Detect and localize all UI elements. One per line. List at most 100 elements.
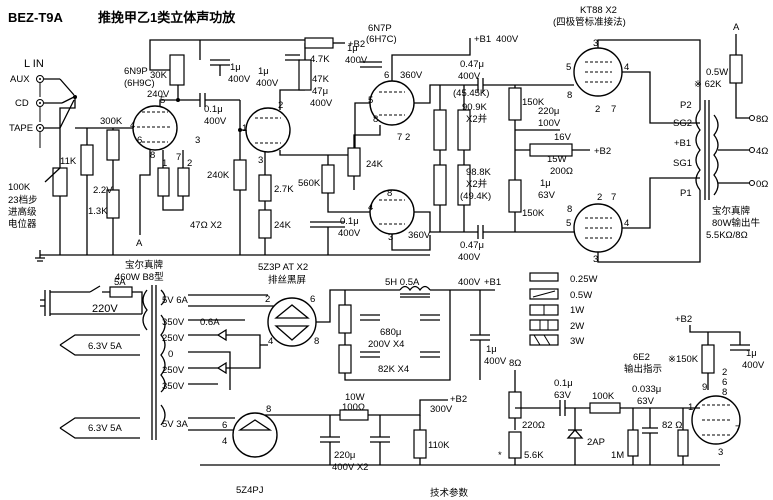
- ot-tap-4: 4Ω: [756, 146, 768, 157]
- rect-main-label: 5Z3P AT X2: [258, 262, 308, 273]
- b2-cap-b: [370, 415, 390, 465]
- indicator-01u-cap: [559, 400, 566, 416]
- indicator-diode-label: 2AP: [587, 437, 605, 448]
- pi-v-bot: 360V: [408, 230, 431, 241]
- indicator-150k-resistor: [701, 344, 715, 374]
- bias-b2: +B2: [594, 146, 611, 157]
- indicator-1m-resistor: [627, 429, 639, 457]
- v1-r-grid: 300K: [100, 116, 123, 127]
- ot-a: A: [733, 22, 740, 33]
- output-c-bot-v: 400V: [458, 252, 481, 263]
- ot-spec: 80W输出牛: [712, 217, 761, 229]
- input-heading: L IN: [24, 58, 44, 70]
- pt-5v3a: 5V 3A: [162, 419, 189, 430]
- b1-label: +B1: [484, 277, 501, 288]
- v1-coupling-c: 0.1μ: [204, 104, 223, 115]
- bias-r-15w: 15W: [547, 154, 567, 165]
- fuse-label: 5A: [114, 277, 126, 288]
- svg-text:6: 6: [222, 420, 227, 431]
- svg-text:3: 3: [195, 135, 200, 146]
- r-110k: 110K: [428, 440, 450, 451]
- v2-c-1u: 1μ: [258, 66, 269, 77]
- v2-r-grid: 240K: [207, 170, 230, 181]
- ot-sg2: SG2: [673, 118, 692, 129]
- legend-05w: 0.5W: [570, 290, 592, 301]
- svg-text:4: 4: [222, 436, 227, 447]
- ot-r-value: ※ 62K: [694, 79, 722, 90]
- svg-text:3: 3: [593, 254, 598, 265]
- c-680-v: 200V X4: [368, 339, 404, 350]
- svg-text:2: 2: [187, 158, 192, 169]
- r-988: 98.8K: [466, 167, 491, 178]
- ot-imp: 5.5KΩ/8Ω: [706, 230, 748, 241]
- pi-type: 6N7P: [368, 23, 392, 34]
- indicator-tube: 6E2: [633, 352, 650, 363]
- svg-text:6: 6: [384, 70, 389, 81]
- v1-r-47: 47Ω X2: [190, 220, 222, 231]
- indicator-c-01-v: 63V: [554, 390, 572, 401]
- indicator-r-1m: 1M: [611, 450, 624, 461]
- pt-06a: 0.6A: [200, 317, 220, 328]
- svg-text:2: 2: [405, 132, 410, 143]
- aux-rectifier-tube: [232, 412, 278, 458]
- svg-text:7: 7: [397, 132, 402, 143]
- v2-24k-resistor: [258, 209, 272, 239]
- indicator-100k-resistor: [589, 402, 621, 414]
- svg-text:3: 3: [593, 38, 598, 49]
- pi-560k-resistor: [321, 164, 335, 194]
- svg-text:7: 7: [611, 104, 616, 115]
- ot-b1: +B1: [674, 138, 691, 149]
- svg-text:2: 2: [722, 367, 727, 378]
- r-909-x2: X2并: [466, 113, 488, 125]
- indicator-c-0033: 0.033μ: [632, 384, 661, 395]
- pi-b1: +B1: [474, 34, 491, 45]
- output-cap-bottom: [477, 225, 484, 239]
- indicator-c-01: 0.1μ: [554, 378, 573, 389]
- r-988-a: [433, 164, 447, 206]
- legend-025w: 0.25W: [570, 274, 597, 285]
- svg-text:8: 8: [567, 90, 572, 101]
- r-909-alt: (45.45K): [453, 88, 489, 99]
- svg-text:5: 5: [566, 62, 571, 73]
- pt-350v-b: 350V: [162, 381, 185, 392]
- r-150k-bot-label: 150K: [522, 208, 545, 219]
- indicator-1u-cap: [730, 344, 750, 351]
- v1-r-plate: 30K: [150, 70, 168, 81]
- svg-text:8: 8: [373, 114, 378, 125]
- v1-type: 6N9P: [124, 66, 148, 77]
- bias-c-1u: 1μ: [540, 178, 551, 189]
- tape-jack: [36, 124, 44, 132]
- v1-c-decouple-v: 400V: [228, 74, 251, 85]
- svg-text:8: 8: [150, 150, 155, 161]
- power-transformer-core: [151, 285, 157, 440]
- svg-text:2: 2: [265, 294, 270, 305]
- bleeder-resistor-1: [338, 304, 352, 334]
- r-909: 90.9K: [462, 102, 487, 113]
- b2-voltage: 300V: [430, 404, 453, 415]
- v2-c-47k-v: 400V: [310, 98, 333, 109]
- indicator-c-1u: 1μ: [746, 348, 757, 359]
- ground-symbol: [35, 250, 45, 262]
- indicator-diode: [566, 408, 584, 465]
- svg-text:4: 4: [268, 336, 273, 347]
- pi-input-cap: [360, 61, 382, 68]
- v1-r-11k: 11K: [60, 156, 77, 167]
- indicator-r-82: 82 Ω: [662, 420, 682, 431]
- r-150k-top-label: 150K: [522, 97, 545, 108]
- b2-dropping-resistor: [339, 409, 369, 421]
- svg-text:7: 7: [176, 152, 181, 163]
- indicator-r-150k: ※150K: [668, 354, 699, 365]
- v2-c-1u-v: 400V: [256, 78, 279, 89]
- b2-cap-a: [320, 415, 340, 465]
- c-out: 1μ: [486, 344, 497, 355]
- pi-c-in: 1μ: [347, 43, 358, 54]
- svg-text:8: 8: [567, 204, 572, 215]
- indicator-r-8: 8Ω: [509, 358, 521, 369]
- indicator-r-100k: 100K: [592, 391, 615, 402]
- r-100: 100Ω: [342, 402, 365, 413]
- pt-250v-b: 250V: [162, 365, 185, 376]
- indicator-r-56k: 5.6K: [524, 450, 544, 461]
- svg-text:4: 4: [368, 202, 373, 213]
- pi-v-top: 360V: [400, 70, 423, 81]
